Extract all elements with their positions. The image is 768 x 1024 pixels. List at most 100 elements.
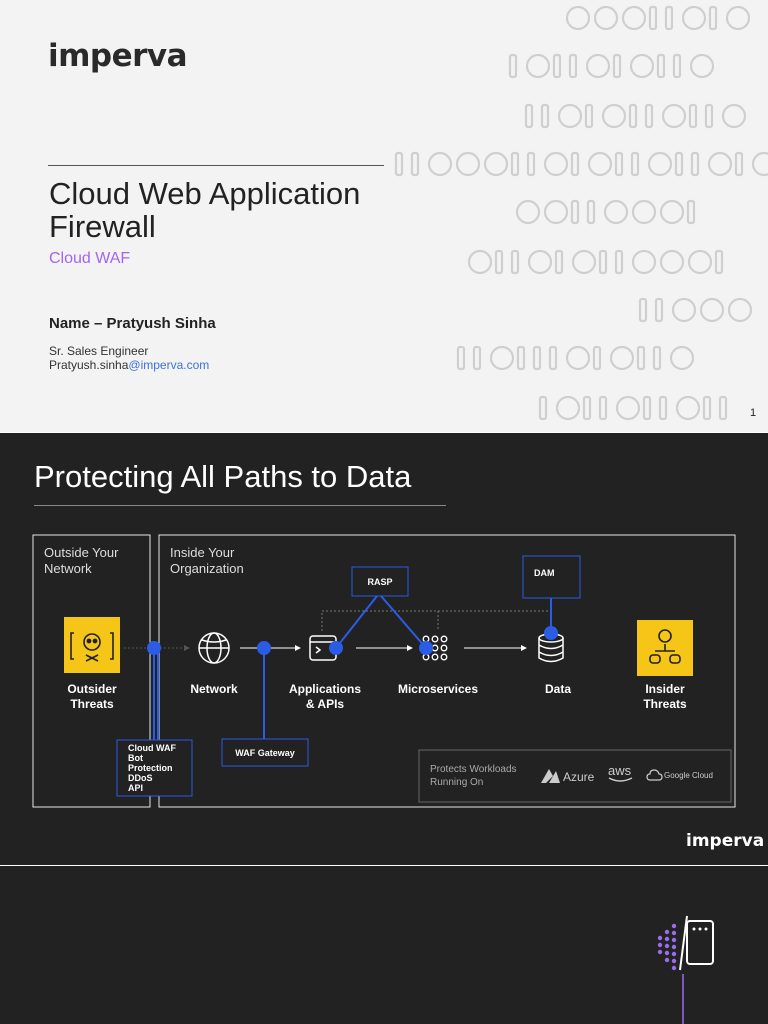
pattern-circle xyxy=(427,151,453,177)
waf-gateway-label: WAF Gateway xyxy=(235,748,295,758)
pattern-bar xyxy=(708,5,718,31)
pattern-bar xyxy=(688,103,698,129)
microservice-node xyxy=(440,653,448,661)
pattern-circle xyxy=(675,395,701,421)
pattern-circle xyxy=(631,249,657,275)
azure-logo-icon xyxy=(541,769,560,783)
node-label-network: Network xyxy=(190,682,238,696)
microservice-node xyxy=(440,644,448,652)
mark-dot xyxy=(671,930,677,936)
imperva-logo: imperva xyxy=(686,831,765,851)
pattern-bar xyxy=(508,53,518,79)
next-slide xyxy=(0,866,768,1024)
cloud-waf-item: Protection xyxy=(128,763,173,773)
pattern-circle xyxy=(671,297,697,323)
google-cloud-label: Google Cloud xyxy=(664,771,713,780)
pattern-bar xyxy=(584,103,594,129)
mark-dot xyxy=(664,950,670,956)
node-label-applications: Applications & APIs xyxy=(288,682,361,711)
title-slide: imperva Cloud Web Application Firewall C… xyxy=(0,0,768,432)
pattern-bar xyxy=(654,297,664,323)
pattern-circle xyxy=(687,249,713,275)
microservice-node xyxy=(431,653,439,661)
pattern-bar xyxy=(658,395,668,421)
pattern-bar xyxy=(690,151,700,177)
pattern-bar xyxy=(394,151,404,177)
pattern-bar xyxy=(702,395,712,421)
decorative-binary-pattern xyxy=(394,5,768,421)
pattern-bar xyxy=(734,151,744,177)
pattern-circle xyxy=(601,103,627,129)
pattern-bar xyxy=(552,53,562,79)
pattern-circle xyxy=(707,151,733,177)
pattern-circle xyxy=(585,53,611,79)
outside-network-label: Outside Your Network xyxy=(44,545,119,576)
pattern-bar xyxy=(570,151,580,177)
mark-dot xyxy=(671,951,677,957)
presentation-subtitle: Cloud WAF xyxy=(49,250,131,267)
mark-dot xyxy=(671,965,677,971)
pattern-circle xyxy=(525,53,551,79)
pattern-circle xyxy=(615,395,641,421)
pattern-circle xyxy=(699,297,725,323)
pattern-bar xyxy=(582,395,592,421)
title-divider xyxy=(34,505,446,506)
node-dot-network xyxy=(257,641,271,655)
arrowhead xyxy=(407,645,413,651)
pattern-circle xyxy=(543,151,569,177)
pattern-circle xyxy=(527,249,553,275)
pattern-bar xyxy=(672,53,682,79)
pattern-bar xyxy=(592,345,602,371)
pattern-bar xyxy=(516,345,526,371)
pattern-circle xyxy=(555,395,581,421)
pattern-bar xyxy=(540,103,550,129)
pattern-bar xyxy=(652,345,662,371)
pattern-bar xyxy=(644,103,654,129)
mark-dot xyxy=(657,949,663,955)
pattern-circle xyxy=(727,297,753,323)
aws-smile-icon xyxy=(608,777,633,782)
cloud-waf-item: Cloud WAF xyxy=(128,743,176,753)
globe-icon xyxy=(198,632,230,664)
org-skull-icon xyxy=(649,629,681,664)
google-cloud-icon xyxy=(646,769,663,781)
architecture-diagram xyxy=(32,534,736,808)
connector-rasp-apps xyxy=(335,595,378,649)
email-domain-link[interactable]: @imperva.com xyxy=(128,358,210,372)
pattern-bar xyxy=(548,345,558,371)
node-label-microservices: Microservices xyxy=(397,682,479,696)
pattern-bar xyxy=(586,199,596,225)
pattern-circle xyxy=(571,249,597,275)
pattern-circle xyxy=(483,151,509,177)
arrowhead xyxy=(295,645,301,651)
inside-organization-label: Inside Your Organization xyxy=(170,545,244,576)
pattern-circle xyxy=(659,249,685,275)
pattern-circle xyxy=(593,5,619,31)
mark-dot xyxy=(671,958,677,964)
pattern-circle xyxy=(587,151,613,177)
cloud-waf-item: API xyxy=(128,783,144,793)
mark-dot xyxy=(657,942,663,948)
pattern-circle xyxy=(629,53,655,79)
pattern-circle xyxy=(603,199,629,225)
waf-gateway-box xyxy=(221,738,309,767)
mark-dot xyxy=(657,935,663,941)
pattern-circle xyxy=(557,103,583,129)
pattern-circle xyxy=(689,53,715,79)
pattern-bar xyxy=(598,249,608,275)
pattern-bar xyxy=(630,151,640,177)
database-icon xyxy=(538,633,564,663)
pattern-bar xyxy=(456,345,466,371)
presenter-email[interactable]: Pratyush.sinha@imperva.com xyxy=(49,358,209,372)
cloud-waf-item: DDoS xyxy=(128,773,153,783)
pattern-bar xyxy=(704,103,714,129)
pattern-bar xyxy=(494,249,504,275)
pattern-bar xyxy=(472,345,482,371)
pattern-circle xyxy=(669,345,695,371)
pattern-bar xyxy=(614,151,624,177)
outside-network-box xyxy=(32,534,151,808)
pattern-bar xyxy=(638,297,648,323)
title-divider xyxy=(48,165,384,166)
skull-icon xyxy=(70,632,114,662)
pattern-bar xyxy=(642,395,652,421)
